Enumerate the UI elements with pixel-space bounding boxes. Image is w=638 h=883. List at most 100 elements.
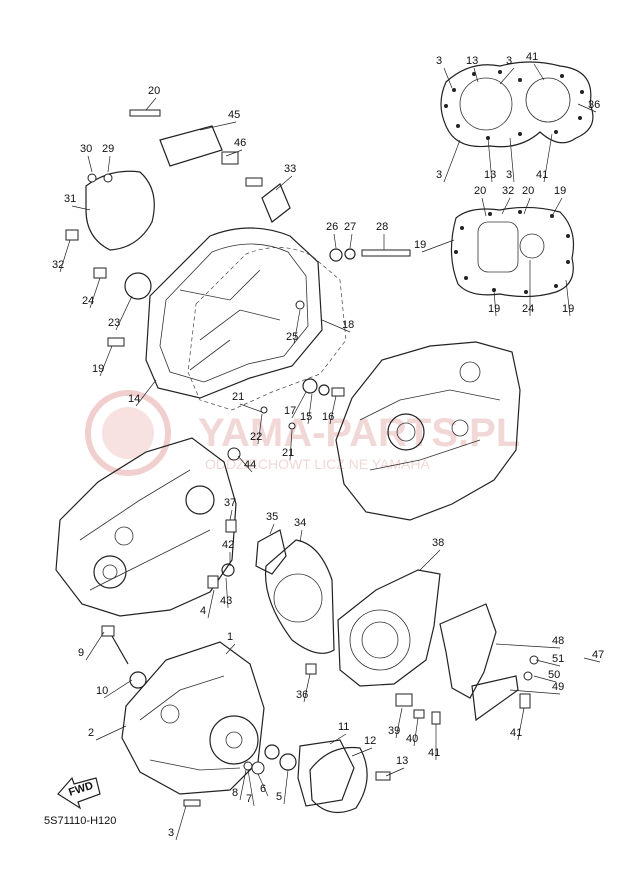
leader-line-19 (565, 279, 571, 317)
leader-line-3 (499, 67, 515, 85)
leader-line-5 (283, 769, 289, 805)
leader-line-21 (289, 429, 293, 461)
leader-line-15 (307, 393, 313, 425)
callout-15: 15 (300, 411, 312, 423)
fwd-arrow: FWD (57, 776, 101, 810)
leader-line-19 (99, 345, 113, 377)
callout-3: 3 (506, 169, 512, 181)
watermark-tagline: ODDZIECHOWT LICZ NE YAMAHA (205, 456, 430, 472)
callout-50: 50 (548, 669, 560, 681)
callout-19: 19 (562, 303, 574, 315)
leader-line-41 (517, 707, 525, 741)
callout-42: 42 (222, 539, 234, 551)
small-parts-top (65, 109, 411, 461)
callout-3: 3 (506, 55, 512, 67)
callout-29: 29 (102, 143, 114, 155)
callout-5: 5 (276, 791, 282, 803)
leader-line-35 (269, 523, 275, 535)
leader-line-31 (71, 205, 91, 211)
leader-line-25 (293, 309, 301, 345)
chain-guard (439, 603, 539, 722)
leader-line-49 (509, 689, 561, 695)
callout-22: 22 (250, 431, 262, 443)
callout-19: 19 (414, 239, 426, 251)
leader-line-47 (583, 657, 601, 663)
clutch-cover (101, 625, 265, 807)
leader-line-3 (175, 805, 187, 841)
callout-35: 35 (266, 511, 278, 523)
leader-line-3 (509, 137, 515, 183)
leader-line-13 (487, 137, 493, 183)
leader-line-26 (333, 233, 337, 249)
leader-line-51 (535, 659, 561, 667)
leader-line-21 (239, 403, 263, 413)
leader-line-3 (443, 67, 453, 89)
callout-36: 36 (588, 99, 600, 111)
leader-line-30 (87, 155, 93, 173)
callout-40: 40 (406, 733, 418, 745)
leader-line-16 (329, 395, 337, 425)
callout-41: 41 (510, 727, 522, 739)
crankcase-left (55, 437, 237, 617)
callout-36: 36 (296, 689, 308, 701)
leader-line-44 (237, 455, 253, 473)
leader-line-23 (115, 295, 133, 331)
callout-23: 23 (108, 317, 120, 329)
callout-28: 28 (376, 221, 388, 233)
callout-18: 18 (342, 319, 354, 331)
leader-line-13 (385, 767, 405, 777)
callout-14: 14 (128, 393, 140, 405)
gasket-outline (187, 247, 347, 411)
callout-49: 49 (552, 681, 564, 693)
leader-line-3 (443, 139, 461, 183)
leader-line-2 (95, 725, 127, 741)
callout-1: 1 (227, 631, 233, 643)
callout-45: 45 (228, 109, 240, 121)
leader-line-37 (229, 509, 233, 521)
crankcase-right (335, 341, 521, 521)
callout-20: 20 (148, 85, 160, 97)
leader-line-36 (577, 103, 597, 113)
callout-39: 39 (388, 725, 400, 737)
callout-19: 19 (488, 303, 500, 315)
callout-7: 7 (246, 793, 252, 805)
leader-line-9 (85, 631, 105, 661)
callout-21: 21 (282, 447, 294, 459)
callout-3: 3 (436, 55, 442, 67)
leader-line-10 (103, 679, 133, 699)
leader-line-29 (107, 155, 111, 173)
callout-21: 21 (232, 391, 244, 403)
callout-41: 41 (526, 51, 538, 63)
callout-13: 13 (396, 755, 408, 767)
callout-25: 25 (286, 331, 298, 343)
sprocket-cover (337, 569, 441, 725)
inset-gasket-top (440, 61, 594, 148)
leader-line-19 (493, 289, 497, 317)
middle-parts (255, 529, 335, 675)
leader-line-20 (145, 97, 157, 111)
leader-line-19 (421, 239, 455, 253)
callout-47: 47 (592, 649, 604, 661)
leader-line-6 (257, 773, 269, 797)
leader-line-32 (501, 197, 511, 215)
leader-line-1 (225, 643, 236, 655)
leader-line-46 (225, 149, 243, 157)
inset-gasket-bottom (450, 206, 575, 298)
callout-13: 13 (466, 55, 478, 67)
callout-11: 11 (338, 721, 349, 733)
leader-line-41 (533, 63, 545, 81)
callout-26: 26 (326, 221, 338, 233)
crankcase-cover-left (145, 227, 323, 399)
callout-48: 48 (552, 635, 564, 647)
callout-32: 32 (502, 185, 514, 197)
leader-line-19 (551, 197, 563, 217)
callout-38: 38 (432, 537, 444, 549)
leader-line-33 (275, 175, 293, 191)
callout-41: 41 (536, 169, 548, 181)
watermark: YAMA-PARTS.PL ODDZIECHOWT LICZ NE YAMAHA (85, 390, 520, 476)
callout-3: 3 (436, 169, 442, 181)
callout-3: 3 (168, 827, 174, 839)
leader-line-14 (135, 379, 157, 407)
